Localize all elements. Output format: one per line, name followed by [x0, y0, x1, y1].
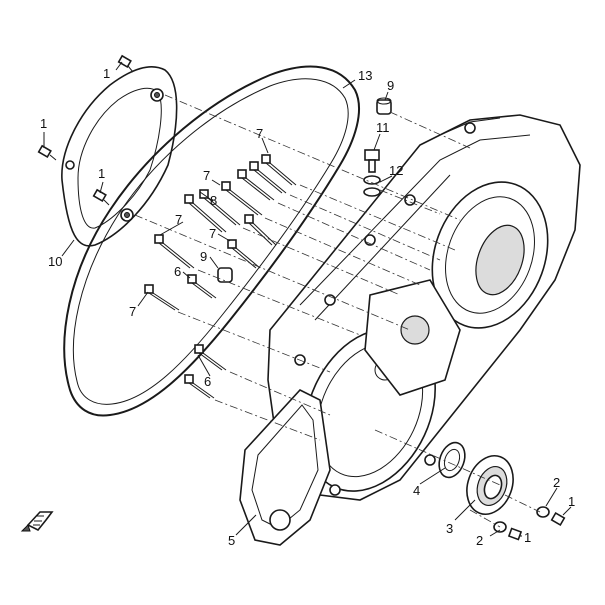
short-bolt — [194, 344, 227, 371]
callout-10: 10 — [48, 254, 62, 269]
callout-2: 2 — [476, 533, 483, 548]
callout-labels: 1 1 1 10 13 9 11 12 7 7 8 7 7 9 6 7 6 4 … — [40, 66, 575, 548]
callout-9: 9 — [200, 249, 207, 264]
long-bolt — [261, 154, 297, 186]
callout-7: 7 — [129, 304, 136, 319]
oil-seal-part-4 — [438, 441, 466, 479]
callout-1: 1 — [40, 116, 47, 131]
bearing-part-3 — [466, 455, 514, 515]
callout-9: 9 — [387, 78, 394, 93]
long-bolt — [144, 284, 180, 311]
washer-part-12 — [363, 175, 381, 197]
callout-2: 2 — [553, 475, 560, 490]
gasket-part-13 — [63, 65, 361, 417]
long-bolt — [184, 194, 227, 233]
callout-13: 13 — [358, 68, 372, 83]
callout-7: 7 — [256, 126, 263, 141]
bolt-set-part-6 — [184, 274, 227, 399]
callout-1: 1 — [103, 66, 110, 81]
bolt-part-1-lower — [507, 527, 523, 541]
drain-bolt-part-11 — [364, 149, 380, 173]
bolt-part-1-left — [37, 144, 57, 161]
outer-cover-part-10 — [61, 66, 178, 247]
bolt-set-part-7-8 — [144, 154, 297, 311]
callout-6: 6 — [204, 374, 211, 389]
callout-1: 1 — [568, 494, 575, 509]
long-bolt — [244, 214, 277, 246]
callout-12: 12 — [389, 163, 403, 178]
washer-part-2-right — [536, 506, 550, 518]
callout-3: 3 — [446, 521, 453, 536]
crankcase-part-5 — [239, 114, 581, 546]
leader-lines — [43, 61, 572, 537]
callout-4: 4 — [413, 483, 420, 498]
callout-1: 1 — [524, 530, 531, 545]
dowel-pin-part-9-top — [376, 97, 392, 115]
front-direction-arrow-icon — [20, 511, 54, 532]
long-bolt — [154, 234, 195, 269]
long-bolt — [199, 189, 241, 226]
callout-6: 6 — [174, 264, 181, 279]
bolt-part-1-top — [117, 54, 134, 73]
callout-7: 7 — [209, 226, 216, 241]
callout-5: 5 — [228, 533, 235, 548]
alignment-lines — [134, 94, 541, 528]
short-bolt — [187, 274, 217, 299]
callout-8: 8 — [210, 193, 217, 208]
long-bolt — [221, 181, 263, 216]
dowel-pin-part-9-lower — [217, 267, 233, 283]
long-bolt — [227, 239, 261, 269]
long-bolt — [249, 161, 287, 194]
callout-1: 1 — [98, 166, 105, 181]
long-bolt — [237, 169, 275, 201]
short-bolt — [184, 374, 215, 399]
bolt-part-1-right — [550, 511, 566, 527]
callout-7: 7 — [175, 212, 182, 227]
callout-11: 11 — [376, 120, 390, 135]
bolt-part-1-center — [92, 188, 110, 206]
callout-7: 7 — [203, 168, 210, 183]
